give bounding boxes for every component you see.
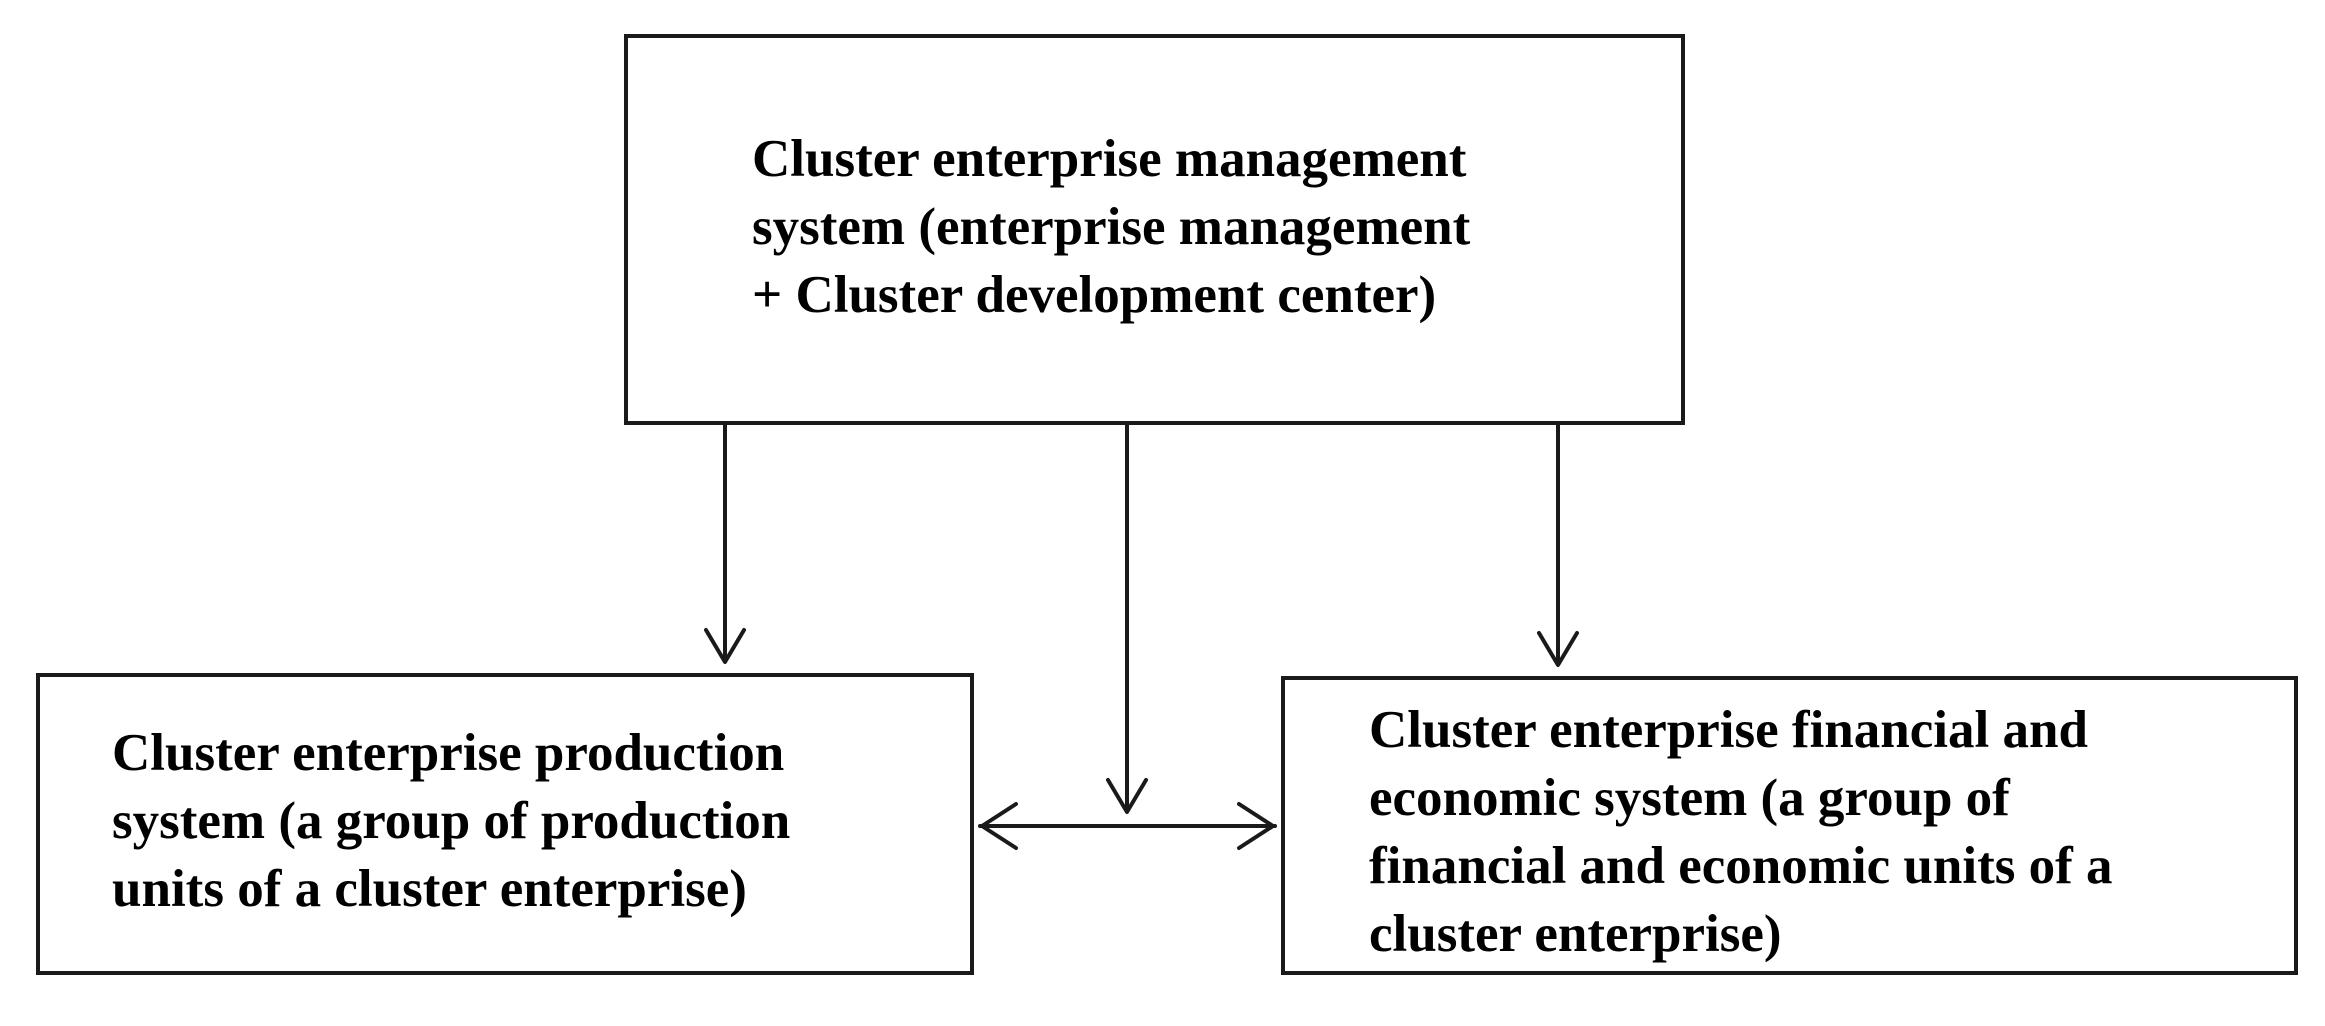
management-system-box: Cluster enterprise management system (en… xyxy=(624,34,1685,425)
arrowhead-right xyxy=(1237,802,1275,850)
financial-system-label: Cluster enterprise financial and economi… xyxy=(1369,696,2113,968)
arrowhead-production xyxy=(704,628,746,664)
financial-line-3: financial and economic units of a xyxy=(1369,837,2113,895)
management-system-label: Cluster enterprise management system (en… xyxy=(752,125,1470,329)
arrowhead-link xyxy=(1106,778,1148,814)
production-system-label: Cluster enterprise production system (a … xyxy=(112,719,790,923)
financial-line-2: economic system (a group of xyxy=(1369,769,2010,827)
arrowhead-left xyxy=(980,802,1018,850)
production-line-3: units of a cluster enterprise) xyxy=(112,860,747,918)
financial-line-4: cluster enterprise) xyxy=(1369,905,1782,963)
financial-line-1: Cluster enterprise financial and xyxy=(1369,701,2088,759)
management-line-1: Cluster enterprise management xyxy=(752,130,1467,188)
management-line-2: system (enterprise management xyxy=(752,198,1471,256)
production-line-2: system (a group of production xyxy=(112,792,791,850)
production-line-1: Cluster enterprise production xyxy=(112,724,785,782)
production-system-box: Cluster enterprise production system (a … xyxy=(36,673,974,975)
arrowhead-financial xyxy=(1537,631,1579,667)
financial-system-box: Cluster enterprise financial and economi… xyxy=(1281,676,2298,975)
management-line-3: + Cluster development center) xyxy=(752,266,1437,324)
